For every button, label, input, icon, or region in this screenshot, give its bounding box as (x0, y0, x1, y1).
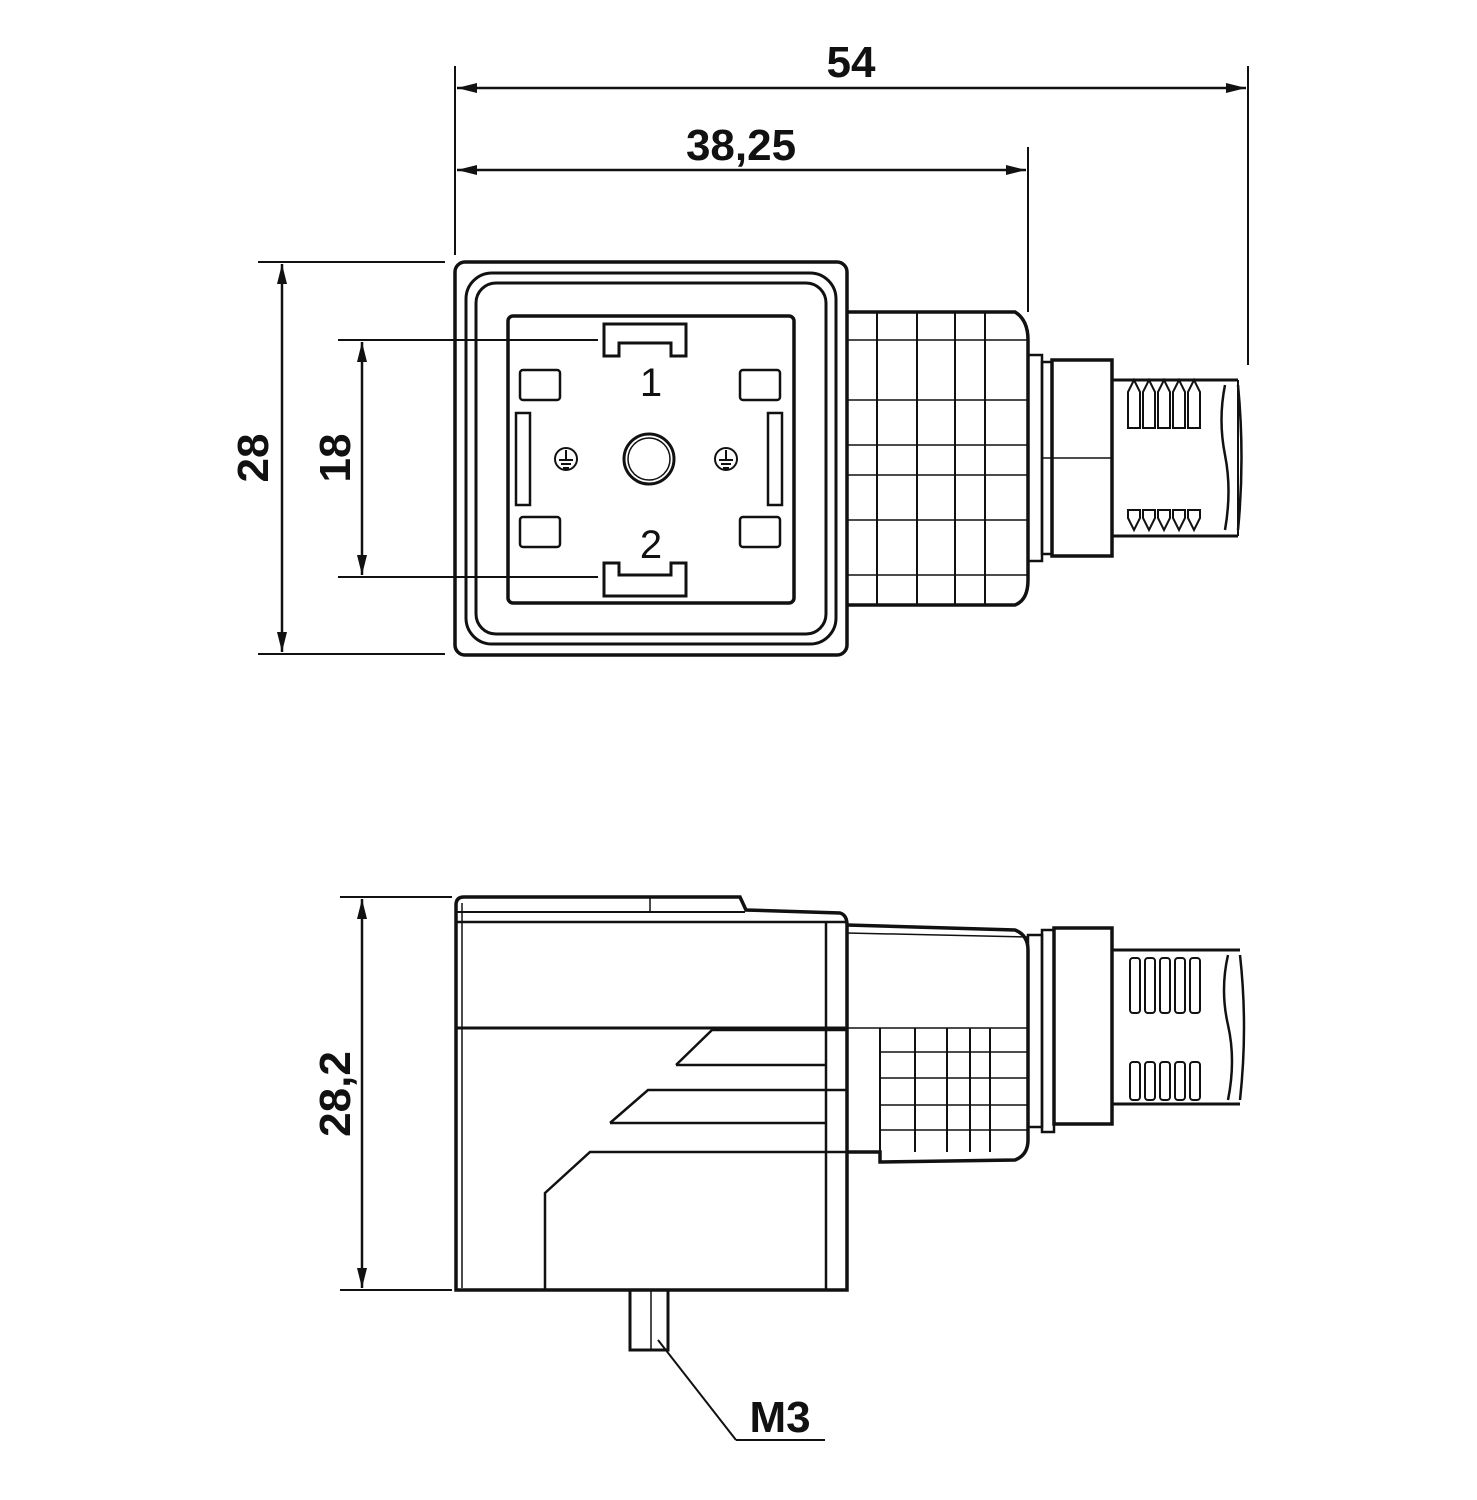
contact-pin-2: 2 (602, 523, 688, 598)
connector-housing-front (453, 260, 849, 657)
dimension-overall-length: 54 (457, 38, 1246, 93)
screw-m3: M3 (628, 1288, 825, 1442)
m12-connector-side (1026, 926, 1246, 1134)
ground-icon (554, 447, 578, 471)
dimension-label-housing-height: 28 (229, 434, 278, 483)
pin-label-1: 1 (640, 361, 662, 405)
m12-connector-top (1026, 353, 1243, 563)
dimension-label-housing-length: 38,25 (686, 121, 796, 170)
dimension-side-height: 28,2 (311, 899, 367, 1288)
connector-housing-side (454, 895, 849, 1292)
dimension-label-overall-length: 54 (827, 38, 876, 87)
dimension-housing-height: 28 (229, 264, 287, 652)
dimension-pin-spacing: 18 (311, 342, 367, 575)
dimension-label-pin-spacing: 18 (311, 434, 360, 483)
ground-icon (714, 447, 738, 471)
pin-label-2: 2 (640, 523, 662, 567)
cable-gland-top (847, 310, 1030, 607)
top-view: 54 38,25 28 18 1 (229, 38, 1249, 657)
dimension-label-side-height: 28,2 (311, 1051, 360, 1137)
m12-thread-top (1127, 377, 1201, 533)
extension-lines-side (340, 896, 452, 1291)
side-view: 28,2 M3 (311, 895, 1246, 1442)
contact-pin-1: 1 (602, 322, 688, 405)
extension-lines-top (258, 66, 1249, 655)
m12-thread-side (1129, 957, 1201, 1101)
cable-gland-side (846, 923, 1030, 1164)
center-contact (622, 432, 676, 486)
corner-contacts (514, 368, 784, 549)
dimension-housing-length: 38,25 (457, 121, 1026, 175)
dimension-label-screw: M3 (749, 1393, 810, 1442)
